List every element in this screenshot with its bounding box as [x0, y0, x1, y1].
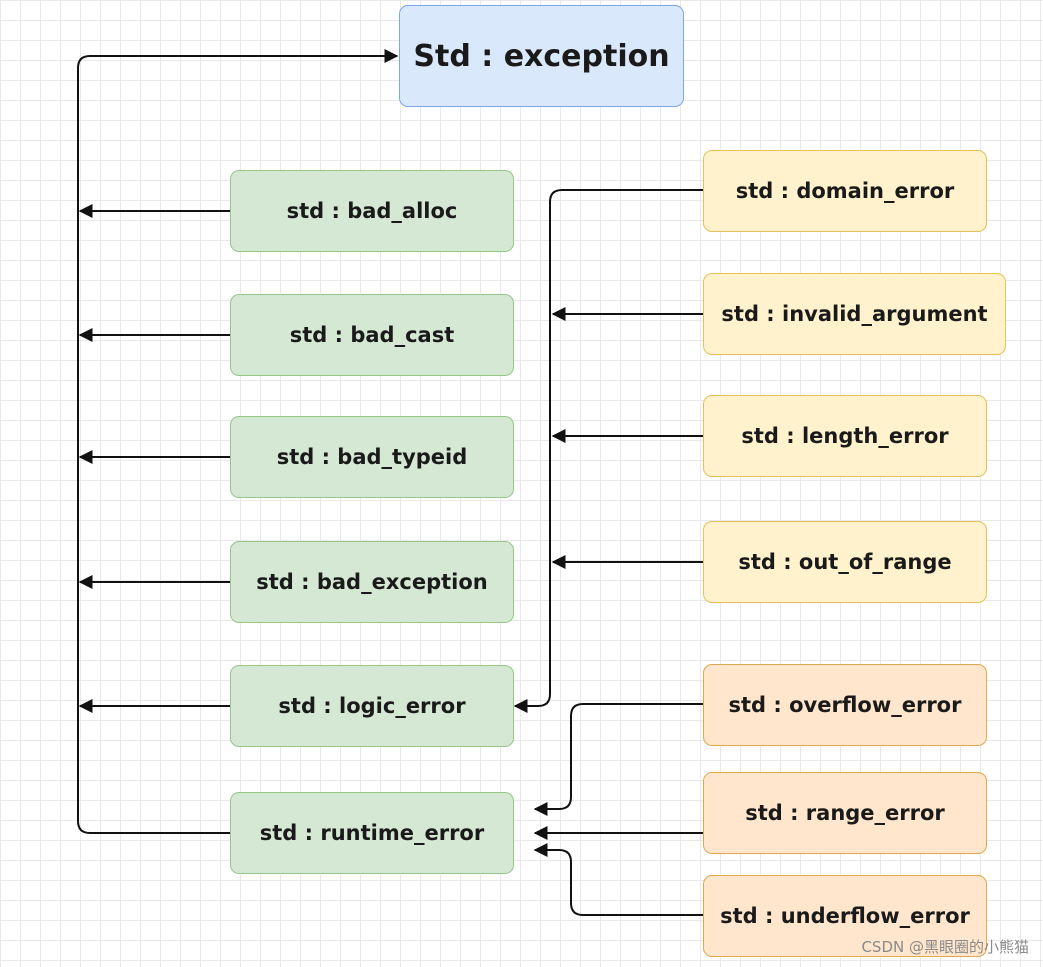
node-underflow-error: std : underflow_error [703, 875, 987, 957]
edge-runtime-to-exception [77, 49, 399, 834]
node-bad-cast: std : bad_cast [230, 294, 514, 376]
node-out-of-range: std : out_of_range [703, 521, 987, 603]
watermark: CSDN @黑眼圈的小熊猫 [861, 938, 1029, 956]
node-bad-exception: std : bad_exception [230, 541, 514, 623]
node-range-error: std : range_error [703, 772, 987, 854]
node-length-error: std : length_error [703, 395, 987, 477]
edge-overflow-error [533, 703, 703, 816]
node-runtime-error: std : runtime_error [230, 792, 514, 874]
node-domain-error: std : domain_error [703, 150, 987, 232]
edge-domain-error [513, 189, 703, 713]
node-std-exception: Std : exception [399, 5, 684, 107]
node-bad-typeid: std : bad_typeid [230, 416, 514, 498]
node-bad-alloc: std : bad_alloc [230, 170, 514, 252]
node-overflow-error: std : overflow_error [703, 664, 987, 746]
node-logic-error: std : logic_error [230, 665, 514, 747]
node-invalid-argument: std : invalid_argument [703, 273, 1006, 355]
edge-underflow-error [533, 843, 703, 916]
